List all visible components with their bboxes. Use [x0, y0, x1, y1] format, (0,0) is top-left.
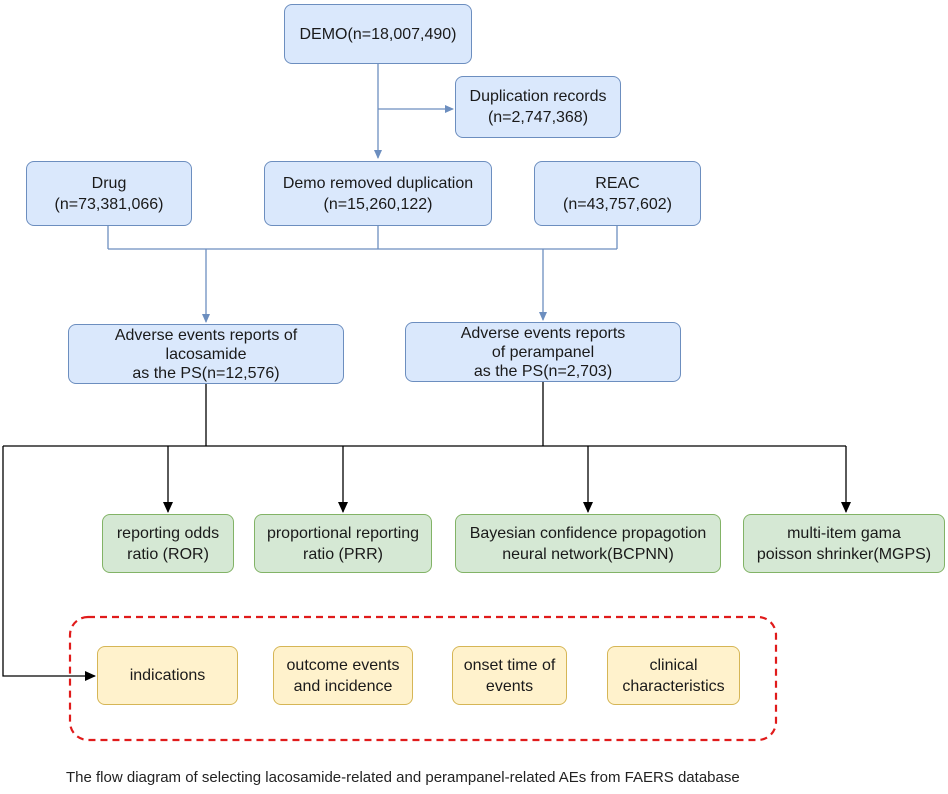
node-text-line: onset time of [463, 656, 556, 674]
node-text-line: as the PS(n=2,703) [473, 362, 613, 380]
node-text-line: ratio (ROR) [127, 545, 209, 563]
node-text-line: (n=73,381,066) [54, 195, 164, 213]
node-indications: indications [97, 646, 238, 705]
node-text-line: clinical [649, 656, 698, 674]
figure-caption: The flow diagram of selecting lacosamide… [66, 769, 740, 786]
node-onset-time: onset time of events [452, 646, 567, 705]
node-mgps: multi-item gama poisson shrinker(MGPS) [743, 514, 945, 573]
node-text-line: indications [129, 667, 206, 684]
node-text-line: neural network(BCPNN) [502, 545, 674, 563]
node-text-line: poisson shrinker(MGPS) [756, 545, 932, 563]
node-text-line: events [485, 677, 534, 695]
node-text-line: Drug [91, 174, 127, 192]
node-ror: reporting odds ratio (ROR) [102, 514, 234, 573]
node-text-line: proportional reporting [266, 524, 420, 542]
node-text-line: as the PS(n=12,576) [132, 364, 280, 382]
node-outcome-events: outcome events and incidence [273, 646, 413, 705]
analysis-group-outline [68, 615, 778, 742]
node-text-line: REAC [595, 174, 640, 192]
node-prr: proportional reporting ratio (PRR) [254, 514, 432, 573]
node-text-line: lacosamide [165, 345, 247, 363]
node-demo: DEMO(n=18,007,490) [284, 4, 472, 64]
node-bcpnn: Bayesian confidence propagotion neural ne… [455, 514, 721, 573]
node-text-line: characteristics [622, 677, 725, 695]
node-reac: REAC (n=43,757,602) [534, 161, 701, 226]
node-demo-removed: Demo removed duplication (n=15,260,122) [264, 161, 492, 226]
node-text-line: Adverse events reports [460, 324, 626, 342]
edge-to-indications [2, 446, 96, 681]
node-drug: Drug (n=73,381,066) [26, 161, 192, 226]
node-text-line: Demo removed duplication [282, 174, 474, 192]
node-clinical-characteristics: clinical characteristics [607, 646, 740, 705]
node-text-line: Adverse events reports of [114, 326, 298, 344]
node-text-line: and incidence [293, 677, 393, 695]
node-text-line: of perampanel [491, 343, 595, 361]
node-text-line: ratio (PRR) [302, 545, 383, 563]
node-text-line: (n=15,260,122) [323, 195, 433, 213]
node-duplication-records: Duplication records (n=2,747,368) [455, 76, 621, 138]
node-text-line: reporting odds [116, 524, 220, 542]
node-text-line: DEMO(n=18,007,490) [299, 25, 457, 43]
node-text-line: (n=2,747,368) [487, 109, 589, 126]
node-text-line: Duplication records [469, 88, 607, 105]
node-text-line: Bayesian confidence propagotion [469, 524, 707, 542]
node-text-line: outcome events [286, 656, 400, 674]
node-text-line: (n=43,757,602) [563, 195, 672, 213]
node-text-line: multi-item gama [787, 524, 901, 542]
